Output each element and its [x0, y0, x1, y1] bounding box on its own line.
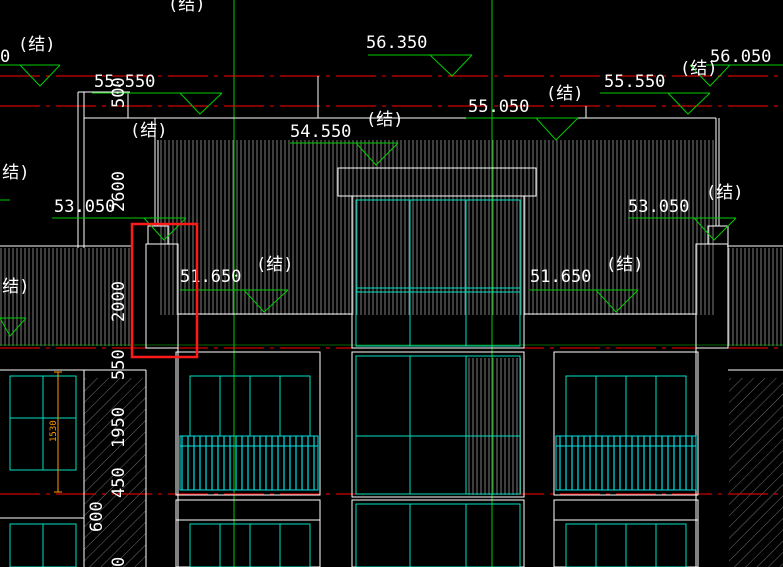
balcony-railings: [179, 435, 697, 491]
note-55-550-left: (结): [130, 121, 167, 141]
elev-53-050-left: 53.050: [54, 197, 115, 217]
dim-1950: 1950: [109, 407, 129, 448]
hatched-areas: [0, 140, 783, 567]
central-window: [355, 199, 521, 567]
dim-500: 500: [109, 77, 129, 108]
selection-box[interactable]: [130, 222, 199, 359]
dim-2600: 2600: [109, 171, 129, 212]
elev-55-550-right: 55.550: [604, 72, 665, 92]
note-56-350: (结): [168, 0, 205, 15]
side-windows: [9, 375, 687, 567]
note-left-1: (结): [0, 163, 29, 183]
elevation-markers: [0, 54, 783, 337]
note-51-650-right: (结): [606, 255, 643, 275]
dim-600: 600: [87, 501, 107, 532]
dim-0: 0: [109, 557, 129, 567]
elev-51-650-left: 51.650: [180, 267, 241, 287]
note-53-050-right: (结): [706, 183, 743, 203]
dim-550: 550: [109, 349, 129, 380]
dim-2000: 2000: [109, 281, 129, 322]
elev-56-350: 56.350: [366, 33, 427, 53]
dimension-texts: 500 2600 2000 550 1950 450 600 0 1530: [49, 77, 129, 567]
elev-56-050: 56.050: [710, 47, 771, 67]
note-56-050: (结): [680, 59, 717, 79]
elev-55-550-left: 55.550: [94, 72, 155, 92]
note-55-550-right: (结): [18, 35, 55, 55]
level-lines: [0, 75, 783, 495]
note-55-050: (结): [546, 84, 583, 104]
dimension-lines: [54, 371, 62, 493]
elev-55-050: 55.050: [468, 97, 529, 117]
elevation-texts: 56.350 56.050 55.550 55.550 55.050 54.55…: [0, 33, 771, 287]
dim-450: 450: [109, 467, 129, 498]
elev-54-550: 54.550: [290, 122, 351, 142]
note-left-2: (结): [0, 277, 29, 297]
dim-1530: 1530: [49, 420, 59, 442]
note-54-550: (结): [366, 110, 403, 130]
partial-0: 0: [0, 47, 10, 67]
note-51-650-left: (结): [256, 255, 293, 275]
structure-notes: (结) (结) (结) (结) (结) (结) (结) (结) (结) (结) …: [0, 0, 743, 297]
elev-51-650-right: 51.650: [530, 267, 591, 287]
elev-53-050-right: 53.050: [628, 197, 689, 217]
